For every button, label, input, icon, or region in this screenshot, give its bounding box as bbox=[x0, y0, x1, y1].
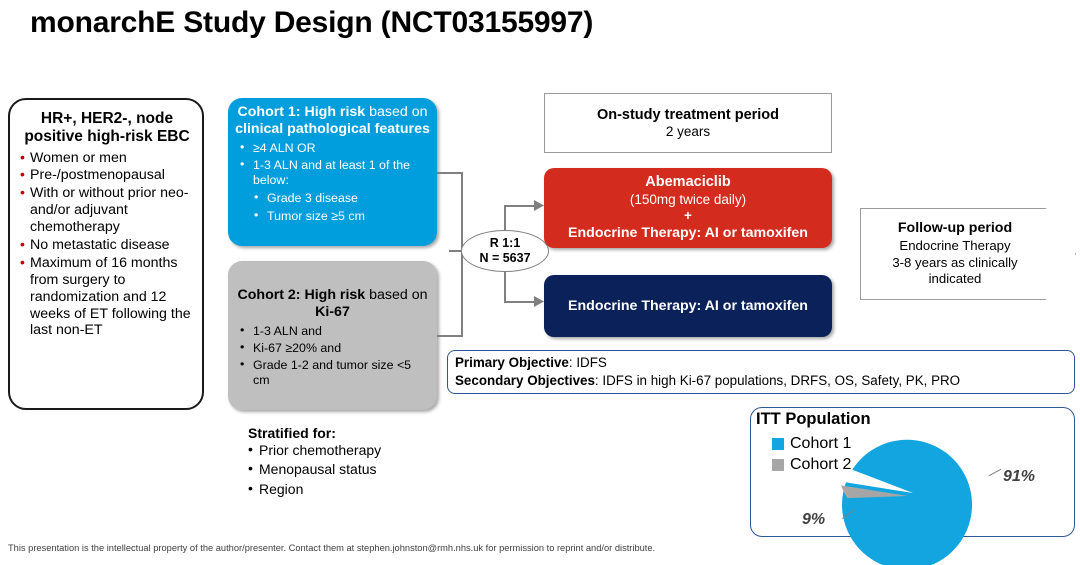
itt-population-title: ITT Population bbox=[756, 410, 871, 428]
cohort-2-header: Cohort 2: High risk based on Ki-67 bbox=[235, 287, 430, 321]
cohort-1-header-bold-2: clinical pathological features bbox=[235, 121, 430, 138]
list-item: Pre-/postmenopausal bbox=[20, 166, 194, 184]
cohort-1-sublist: Grade 3 disease Tumor size ≥5 cm bbox=[235, 190, 430, 224]
stratification-list: Prior chemotherapy Menopausal status Reg… bbox=[248, 440, 463, 499]
connector-cohort2-horizontal bbox=[437, 335, 463, 337]
secondary-objective-value: : IDFS in high Ki-67 populations, DRFS, … bbox=[594, 373, 961, 389]
cohort-2-list: 1-3 ALN and Ki-67 ≥20% and Grade 1-2 and… bbox=[235, 323, 430, 389]
pie-legend: Cohort 1 Cohort 2 bbox=[772, 433, 851, 475]
connector-to-control-arm bbox=[504, 301, 540, 303]
legend-item-cohort-1: Cohort 1 bbox=[772, 433, 851, 454]
secondary-objective-label: Secondary Objectives bbox=[455, 373, 595, 389]
followup-line-2: Endocrine Therapy bbox=[899, 238, 1011, 254]
eligibility-criteria-box: HR+, HER2-, node positive high-risk EBC … bbox=[8, 98, 204, 410]
pie-label-91: 91% bbox=[1003, 468, 1036, 485]
cohort-1-header-plain: based on bbox=[365, 104, 428, 120]
primary-objective-value: : IDFS bbox=[568, 355, 607, 370]
list-item: Maximum of 16 months from surgery to ran… bbox=[20, 254, 194, 339]
experimental-arm-drug: Abemaciclib bbox=[645, 174, 731, 191]
followup-period-box: Follow-up period Endocrine Therapy 3-8 y… bbox=[860, 208, 1076, 300]
cohort-2-header-plain: based on bbox=[365, 287, 428, 303]
control-arm-box: Endocrine Therapy: AI or tamoxifen bbox=[544, 275, 832, 337]
connector-cohort1-horizontal bbox=[437, 172, 463, 174]
list-item: Grade 3 disease bbox=[251, 190, 430, 206]
primary-objective-label: Primary Objective bbox=[455, 355, 569, 370]
itt-pie-chart bbox=[841, 439, 973, 565]
objectives-box: Primary Objective: IDFS Secondary Object… bbox=[447, 350, 1075, 394]
connector-bracket-to-ellipse bbox=[449, 250, 463, 252]
footer-disclaimer: This presentation is the intellectual pr… bbox=[8, 543, 656, 553]
experimental-arm-dose: (150mg twice daily) bbox=[629, 191, 747, 207]
randomization-ratio: R 1:1 bbox=[489, 236, 521, 250]
list-item: Region bbox=[248, 479, 463, 499]
legend-swatch-cohort-2 bbox=[772, 458, 784, 471]
list-item: Women or men bbox=[20, 149, 194, 167]
randomization-n: N = 5637 bbox=[479, 251, 531, 265]
randomization-node: R 1:1 N = 5637 bbox=[461, 230, 549, 272]
cohort-2-header-bold-1: Cohort 2: High risk bbox=[237, 287, 366, 303]
experimental-arm-box: Abemaciclib (150mg twice daily) + Endocr… bbox=[544, 168, 832, 248]
connector-to-experimental-arm bbox=[504, 205, 540, 207]
pie-label-9: 9% bbox=[802, 511, 826, 528]
stratification-header: Stratified for: bbox=[248, 425, 336, 441]
list-item: Prior chemotherapy bbox=[248, 440, 463, 460]
list-item: Tumor size ≥5 cm bbox=[251, 208, 430, 224]
experimental-arm-combo: Endocrine Therapy: AI or tamoxifen bbox=[568, 224, 808, 241]
pie-slice-cohort-2 bbox=[841, 485, 908, 499]
list-item: Grade 1-2 and tumor size <5 cm bbox=[237, 357, 430, 388]
list-item: ≥4 ALN OR bbox=[237, 140, 430, 156]
list-item: No metastatic disease bbox=[20, 236, 194, 254]
eligibility-list: Women or men Pre-/postmenopausal With or… bbox=[20, 149, 194, 340]
cohort-1-box: Cohort 1: High risk based on clinical pa… bbox=[228, 98, 437, 246]
cohort-2-box: Cohort 2: High risk based on Ki-67 1-3 A… bbox=[228, 261, 437, 410]
stratification-section: Stratified for: Prior chemotherapy Menop… bbox=[248, 425, 463, 499]
cohort-2-header-bold-2: Ki-67 bbox=[315, 304, 350, 321]
primary-objective-row: Primary Objective: IDFS bbox=[455, 354, 1068, 372]
list-item: Ki-67 ≥20% and bbox=[237, 340, 430, 356]
arrowhead-experimental-icon bbox=[534, 200, 544, 211]
legend-swatch-cohort-1 bbox=[772, 437, 784, 450]
arrowhead-control-icon bbox=[534, 296, 544, 307]
legend-label-cohort-2: Cohort 2 bbox=[790, 455, 852, 473]
list-item: Menopausal status bbox=[248, 459, 463, 479]
cohort-1-header-bold-1: Cohort 1: High risk bbox=[237, 104, 366, 120]
treatment-period-duration: 2 years bbox=[665, 123, 711, 139]
treatment-period-title: On-study treatment period bbox=[596, 106, 780, 123]
legend-label-cohort-1: Cohort 1 bbox=[790, 434, 852, 452]
secondary-objective-row: Secondary Objectives: IDFS in high Ki-67… bbox=[455, 372, 1068, 390]
list-item: 1-3 ALN and bbox=[237, 323, 430, 339]
legend-item-cohort-2: Cohort 2 bbox=[772, 454, 851, 475]
followup-title: Follow-up period bbox=[897, 220, 1013, 237]
followup-line-3: 3-8 years as clinically bbox=[892, 254, 1018, 270]
treatment-period-box: On-study treatment period 2 years bbox=[544, 93, 832, 153]
control-arm-label: Endocrine Therapy: AI or tamoxifen bbox=[568, 298, 808, 314]
list-item: 1-3 ALN and at least 1 of the below: bbox=[237, 157, 430, 188]
pie-slice-cohort-1 bbox=[842, 439, 973, 565]
list-item: With or without prior neo- and/or adjuva… bbox=[20, 184, 194, 236]
experimental-arm-plus: + bbox=[684, 208, 692, 224]
page-title: monarchE Study Design (NCT03155997) bbox=[30, 6, 594, 39]
followup-line-4: indicated bbox=[928, 271, 982, 287]
cohort-1-list: ≥4 ALN OR 1-3 ALN and at least 1 of the … bbox=[235, 140, 430, 188]
eligibility-header: HR+, HER2-, node positive high-risk EBC bbox=[24, 110, 190, 146]
cohort-1-header: Cohort 1: High risk based on clinical pa… bbox=[235, 104, 430, 138]
